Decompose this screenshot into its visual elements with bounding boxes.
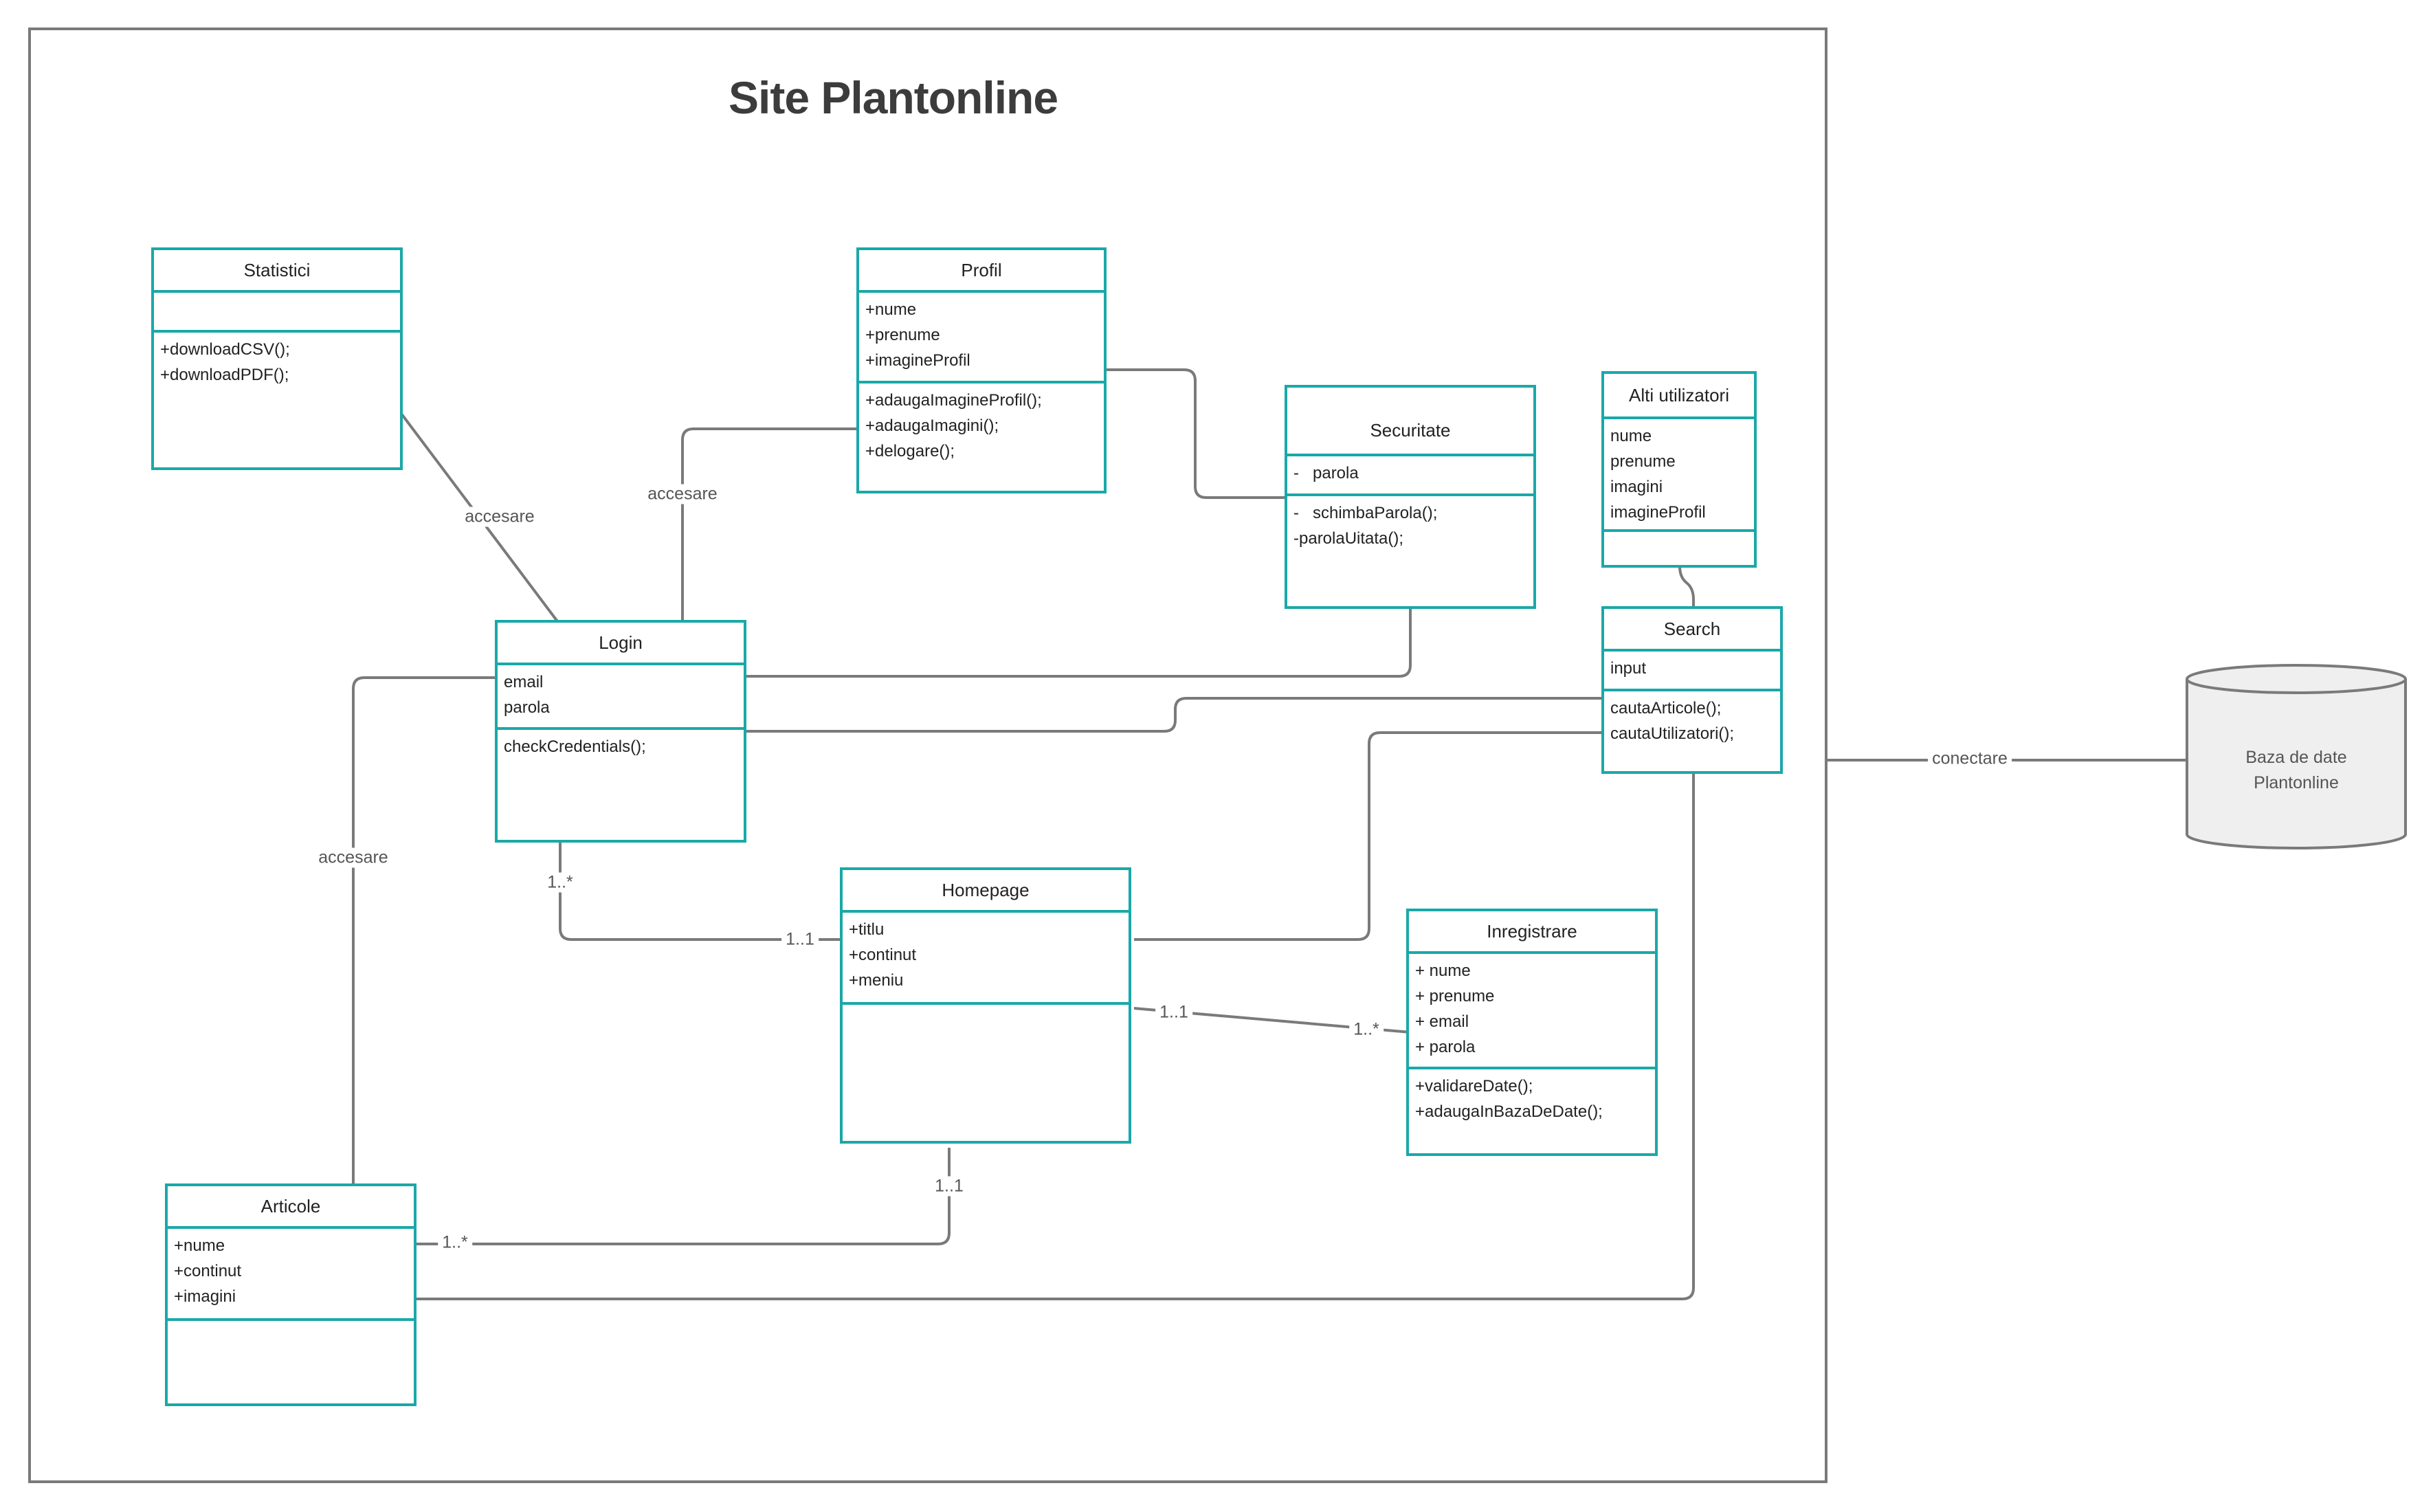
multiplicity-articole: 1..* (438, 1232, 472, 1253)
attributes-section: +titlu +continut +meniu (843, 913, 1129, 1005)
operation: - schimbaParola(); (1293, 504, 1438, 522)
attribute: +continut (174, 1262, 242, 1280)
label-accesare-profil: accesare (643, 484, 722, 504)
attributes-section (154, 293, 400, 333)
connector-search-articole (416, 774, 1695, 1300)
class-header: Articole (168, 1186, 414, 1229)
connector-login-homepage (559, 843, 843, 941)
operation: +validareDate(); (1415, 1077, 1533, 1096)
operation: +adaugaImagini(); (865, 416, 999, 435)
label-conectare: conectare (1928, 748, 2012, 769)
attribute: nume (1610, 427, 1652, 445)
class-header: Profil (859, 250, 1104, 293)
attribute: imagini (1610, 478, 1663, 496)
multiplicity-homepage-login: 1..1 (781, 929, 819, 950)
class-inregistrare[interactable]: Inregistrare + nume + prenume + email + … (1406, 909, 1658, 1156)
attribute: +imagini (174, 1287, 236, 1306)
diagram-title: Site Plantonline (729, 72, 1058, 123)
operations-section (1604, 532, 1754, 565)
operations-section: +downloadCSV(); +downloadPDF(); (154, 333, 400, 467)
attribute: + nume (1415, 961, 1471, 980)
operation: +downloadPDF(); (160, 366, 289, 384)
multiplicity-homepage-inregistrare: 1..1 (1155, 1002, 1192, 1023)
operation: +delogare(); (865, 442, 955, 460)
attribute: + parola (1415, 1038, 1476, 1056)
class-search[interactable]: Search input cautaArticole(); cautaUtili… (1601, 606, 1783, 774)
attributes-section: input (1604, 652, 1780, 691)
operation: +adaugaImagineProfil(); (865, 391, 1042, 410)
attribute: +titlu (849, 920, 885, 939)
attribute: +nume (865, 300, 917, 319)
attribute: prenume (1610, 452, 1676, 471)
attributes-section: + nume + prenume + email + parola (1409, 954, 1655, 1069)
attribute: +imagineProfil (865, 351, 970, 370)
operations-section: checkCredentials(); (498, 730, 744, 840)
attribute: +meniu (849, 971, 904, 990)
class-homepage[interactable]: Homepage +titlu +continut +meniu (840, 867, 1131, 1144)
database-name-line1: Baza de date (2245, 748, 2347, 767)
connector-login-search (746, 697, 1604, 733)
connector-alti-search (1678, 566, 1695, 608)
operation: +adaugaInBazaDeDate(); (1415, 1102, 1603, 1121)
connector-homepage-articole (416, 1148, 951, 1245)
attributes-section: +nume +prenume +imagineProfil (859, 293, 1104, 383)
class-header: Login (498, 623, 744, 665)
class-header: Homepage (843, 870, 1129, 913)
attribute: +prenume (865, 326, 940, 344)
class-header: Securitate (1287, 388, 1533, 456)
attributes-section: +nume +continut +imagini (168, 1229, 414, 1321)
connector-login-articole (352, 676, 498, 1188)
class-header: Inregistrare (1409, 911, 1655, 954)
operation: cautaArticole(); (1610, 699, 1722, 718)
system-boundary (28, 27, 1827, 1483)
operation: checkCredentials(); (504, 737, 646, 756)
attribute: + prenume (1415, 987, 1495, 1005)
operation: +downloadCSV(); (160, 340, 290, 359)
multiplicity-homepage-articole: 1..1 (931, 1176, 968, 1197)
class-header: Search (1604, 609, 1780, 652)
operation: cautaUtilizatori(); (1610, 724, 1735, 743)
operations-section: +validareDate(); +adaugaInBazaDeDate(); (1409, 1069, 1655, 1153)
class-header: Statistici (154, 250, 400, 293)
attribute: - parola (1293, 464, 1359, 482)
class-securitate[interactable]: Securitate - parola - schimbaParola(); -… (1285, 385, 1536, 609)
attributes-section: email parola (498, 665, 744, 730)
operation: -parolaUitata(); (1293, 529, 1404, 548)
attribute: +nume (174, 1236, 225, 1255)
operations-section (168, 1321, 414, 1403)
label-accesare-articole: accesare (314, 847, 392, 868)
connector-login-profil (681, 427, 856, 621)
attribute: imagineProfil (1610, 503, 1706, 522)
connector-securitate-login (746, 608, 1412, 678)
connector-profil-securitate (1104, 368, 1287, 499)
multiplicity-inregistrare: 1..* (1349, 1019, 1384, 1040)
operations-section (843, 1005, 1129, 1141)
operations-section: - schimbaParola(); -parolaUitata(); (1287, 496, 1533, 606)
attributes-section: nume prenume imagini imagineProfil (1604, 419, 1754, 532)
database-label: Baza de date Plantonline (2186, 745, 2407, 796)
multiplicity-login: 1..* (543, 872, 577, 893)
attribute: email (504, 673, 544, 691)
class-header: Alti utilizatori (1604, 374, 1754, 419)
connector-homepage-search (1134, 731, 1604, 941)
attribute: + email (1415, 1012, 1469, 1031)
database-icon (2186, 664, 2407, 849)
attributes-section: - parola (1287, 456, 1533, 496)
class-articole[interactable]: Articole +nume +continut +imagini (165, 1183, 416, 1406)
operations-section: cautaArticole(); cautaUtilizatori(); (1604, 691, 1780, 771)
label-accesare-statistici: accesare (460, 507, 539, 527)
class-login[interactable]: Login email parola checkCredentials(); (495, 620, 746, 843)
attribute: +continut (849, 946, 917, 964)
database-name-line2: Plantonline (2254, 773, 2339, 792)
class-statistici[interactable]: Statistici +downloadCSV(); +downloadPDF(… (151, 247, 403, 470)
operations-section: +adaugaImagineProfil(); +adaugaImagini()… (859, 383, 1104, 491)
attribute: parola (504, 698, 550, 717)
class-profil[interactable]: Profil +nume +prenume +imagineProfil +ad… (856, 247, 1107, 493)
class-alti-utilizatori[interactable]: Alti utilizatori nume prenume imagini im… (1601, 371, 1757, 568)
attribute: input (1610, 659, 1647, 678)
